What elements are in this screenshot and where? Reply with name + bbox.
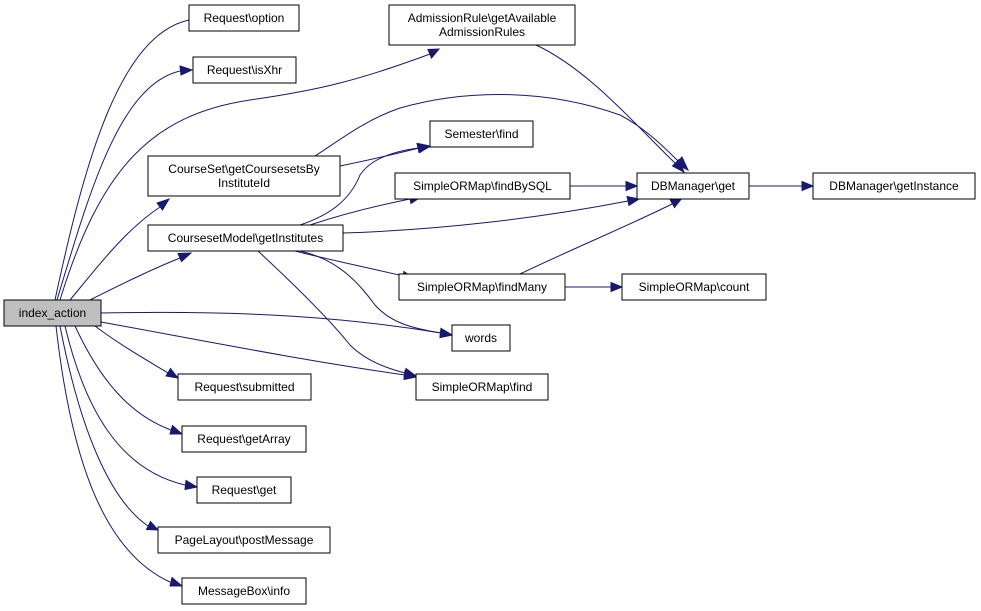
node-sorm-count[interactable]: SimpleORMap\count <box>621 273 767 301</box>
node-sorm-find[interactable]: SimpleORMap\find <box>415 373 549 401</box>
node-pagelayout[interactable]: PageLayout\postMessage <box>157 526 331 554</box>
node-label-line: DBManager\getInstance <box>829 179 959 193</box>
edge-coursesetmodel-to-dbmanager-get <box>342 195 641 234</box>
node-label-line: CourseSet\getCoursesetsBy <box>168 162 319 176</box>
node-label-line: SimpleORMap\findBySQL <box>413 179 552 193</box>
node-label-line: MessageBox\info <box>198 584 290 598</box>
node-label-line: index_action <box>19 306 86 320</box>
edge-index-to-sorm-find <box>100 321 418 381</box>
node-findmany[interactable]: SimpleORMap\findMany <box>398 273 566 301</box>
node-label-line: SimpleORMap\count <box>639 280 750 294</box>
node-words[interactable]: words <box>451 324 511 352</box>
node-messagebox[interactable]: MessageBox\info <box>181 577 307 605</box>
node-request-get[interactable]: Request\get <box>196 476 292 504</box>
node-coursesetmodel[interactable]: CoursesetModel\getInstitutes <box>147 224 344 252</box>
nodes: index_action Request\option Request\isXh… <box>3 4 976 605</box>
edge-coursesetmodel-to-findmany <box>294 250 416 282</box>
node-label-line: PageLayout\postMessage <box>175 533 314 547</box>
edge-index-to-request-get <box>64 325 199 491</box>
node-label-line: DBManager\get <box>651 179 736 193</box>
node-label-line: SimpleORMap\find <box>432 380 533 394</box>
edge-coursesetmodel-to-semester-find <box>299 142 431 226</box>
edges <box>54 14 815 587</box>
node-label-line: CoursesetModel\getInstitutes <box>168 231 323 245</box>
node-findbysql[interactable]: SimpleORMap\findBySQL <box>394 172 571 200</box>
edge-courseset-to-dbmanager-get <box>314 93 690 172</box>
node-label-line: Request\getArray <box>197 432 290 446</box>
node-semester-find[interactable]: Semester\find <box>429 120 534 148</box>
node-label-line: AdmissionRules <box>439 25 525 39</box>
edge-index-to-request-isxhr <box>56 65 194 301</box>
node-request-isxhr[interactable]: Request\isXhr <box>192 56 297 84</box>
node-label-line: SimpleORMap\findMany <box>417 280 547 294</box>
node-label-line: InstituteId <box>218 176 270 190</box>
node-label-line: words <box>464 331 497 345</box>
edge-index-to-pagelayout <box>59 325 160 531</box>
node-dbmanager-get[interactable]: DBManager\get <box>636 172 750 200</box>
edge-index-to-courseset <box>69 198 171 301</box>
node-label-line: Request\isXhr <box>207 63 282 77</box>
edge-coursesetmodel-to-words <box>299 250 454 339</box>
node-label-line: Request\submitted <box>194 380 294 394</box>
edge-index-to-request-submitted <box>94 325 180 379</box>
node-label-line: Request\option <box>204 11 285 25</box>
edge-findmany-to-sorm-count <box>565 281 624 293</box>
node-request-submitted[interactable]: Request\submitted <box>177 373 312 401</box>
edge-index-to-admissionrule <box>59 48 441 301</box>
edge-index-to-coursesetmodel <box>89 252 193 301</box>
edge-dbmanager-get-to-getinstance <box>749 180 815 192</box>
node-dbmanager-getinstance[interactable]: DBManager\getInstance <box>812 172 976 200</box>
edge-admissionrule-to-dbmanager-get <box>535 44 685 174</box>
node-label-line: Semester\find <box>444 127 518 141</box>
node-request-getarray[interactable]: Request\getArray <box>181 425 307 453</box>
node-index-action[interactable]: index_action <box>3 299 102 327</box>
edge-findbysql-to-dbmanager-get <box>570 180 639 192</box>
edge-courseset-to-semester-find <box>339 142 432 167</box>
edge-index-to-words <box>100 311 454 339</box>
edge-findmany-to-dbmanager-get <box>519 197 684 275</box>
node-request-option[interactable]: Request\option <box>188 4 300 32</box>
node-label-line: Request\get <box>212 483 277 497</box>
edge-index-to-request-getarray <box>74 325 184 435</box>
edge-index-to-messagebox <box>55 325 184 587</box>
edge-coursesetmodel-to-sorm-find <box>257 250 418 379</box>
node-label-line: AdmissionRule\getAvailable <box>408 11 557 25</box>
